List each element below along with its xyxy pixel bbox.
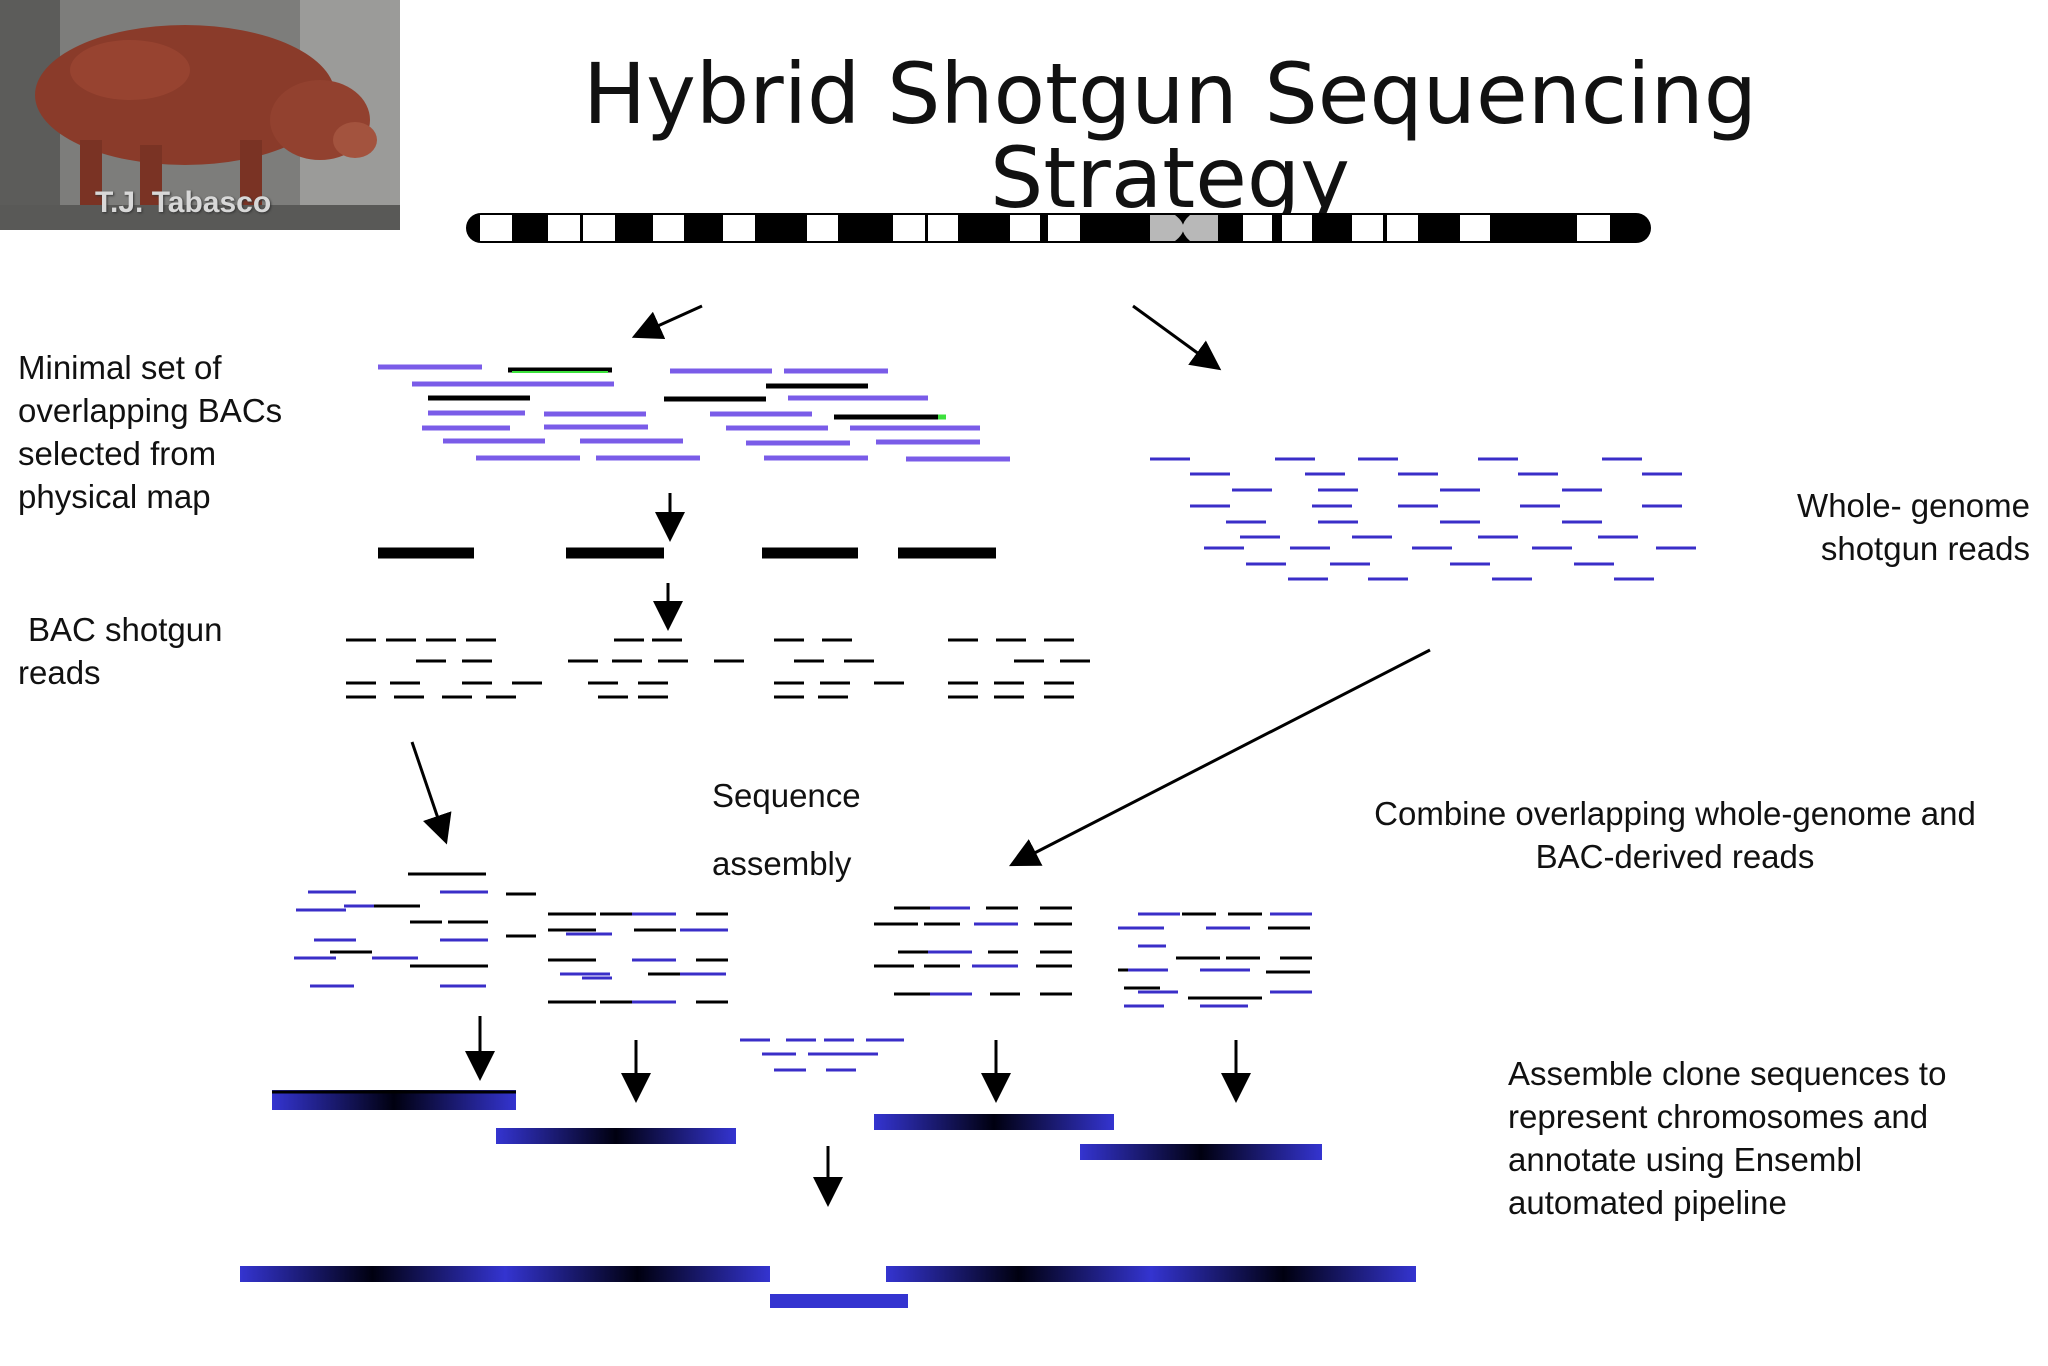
chromosome-band [1282, 215, 1312, 241]
pig-image [0, 0, 400, 230]
assembled-contigs [240, 1090, 1416, 1308]
wgs-reads [1150, 457, 1696, 581]
photo-caption: T.J. Tabasco [95, 186, 272, 219]
chromosome-band [480, 215, 512, 241]
centromere-left [1150, 215, 1184, 241]
wgs-line-2: shotgun reads [1820, 530, 2030, 567]
arrow [1008, 648, 1431, 867]
arrow [631, 304, 703, 340]
sequence-assembly-line-1: Sequence [712, 777, 861, 814]
bac-tiling-lines [378, 364, 1010, 462]
arrows [410, 304, 1431, 1207]
page-title: Hybrid Shotgun Sequencing Strategy [582, 45, 1758, 227]
bac-shotgun-line-2: reads [18, 654, 101, 691]
clone-contig [496, 1128, 736, 1144]
chromosome-ideogram [466, 213, 1651, 243]
bac-minimal-line-3: selected from [18, 435, 217, 472]
bac-shotgun-label: BAC shotgun reads [18, 608, 222, 694]
chromosome-band [928, 215, 958, 241]
bac-minimal-label: Minimal set of overlapping BACs selected… [18, 346, 282, 518]
bac-minimal-line-1: Minimal set of [18, 349, 222, 386]
combined-reads [294, 872, 1312, 1072]
chromosome-scaffold [770, 1294, 908, 1308]
centromere-right [1182, 215, 1218, 241]
chromosome-band [1243, 215, 1272, 241]
chromosome-band [583, 215, 615, 241]
clone-contig [272, 1090, 516, 1110]
chromosome-scaffold [240, 1266, 770, 1282]
chromosome-band [1352, 215, 1383, 241]
chromosome-band [1048, 215, 1080, 241]
assemble-line-4: automated pipeline [1508, 1184, 1787, 1221]
chromosome-band [1387, 215, 1418, 241]
clone-contig [874, 1114, 1114, 1130]
chromosome-band [723, 215, 755, 241]
chromosome-band [1460, 215, 1490, 241]
chromosome-band [893, 215, 925, 241]
assemble-line-2: represent chromosomes and [1508, 1098, 1929, 1135]
combine-label: Combine overlapping whole-genome and BAC… [1330, 792, 2020, 878]
chromosome-band [1577, 215, 1610, 241]
combine-line-1: Combine overlapping whole-genome and [1374, 795, 1976, 832]
chromosome-band [653, 215, 684, 241]
bac-shotgun-line-1: BAC shotgun [28, 611, 223, 648]
arrow [410, 741, 452, 845]
pig-photo: T.J. Tabasco [0, 0, 400, 230]
chromosome-band [548, 215, 580, 241]
combine-line-2: BAC-derived reads [1535, 838, 1815, 875]
assemble-line-1: Assemble clone sequences to [1508, 1055, 1947, 1092]
wgs-line-1: Whole- genome [1797, 487, 2030, 524]
clone-contig [1080, 1144, 1322, 1160]
bac-minimal-line-4: physical map [18, 478, 211, 515]
chromosome-band [807, 215, 838, 241]
assemble-label: Assemble clone sequences to represent ch… [1508, 1052, 1946, 1224]
chromosome-scaffold [886, 1266, 1416, 1282]
assemble-line-3: annotate using Ensembl [1508, 1141, 1863, 1178]
chromosome-band [1010, 215, 1040, 241]
sequence-assembly-line-2: assembly [712, 845, 852, 882]
wgs-label: Whole- genome shotgun reads [1700, 484, 2030, 570]
bac-shotgun-reads [346, 638, 1090, 699]
bac-minimal-line-2: overlapping BACs [18, 392, 283, 429]
sequence-assembly-label: Sequence assembly [712, 762, 861, 898]
arrow [1132, 304, 1222, 371]
